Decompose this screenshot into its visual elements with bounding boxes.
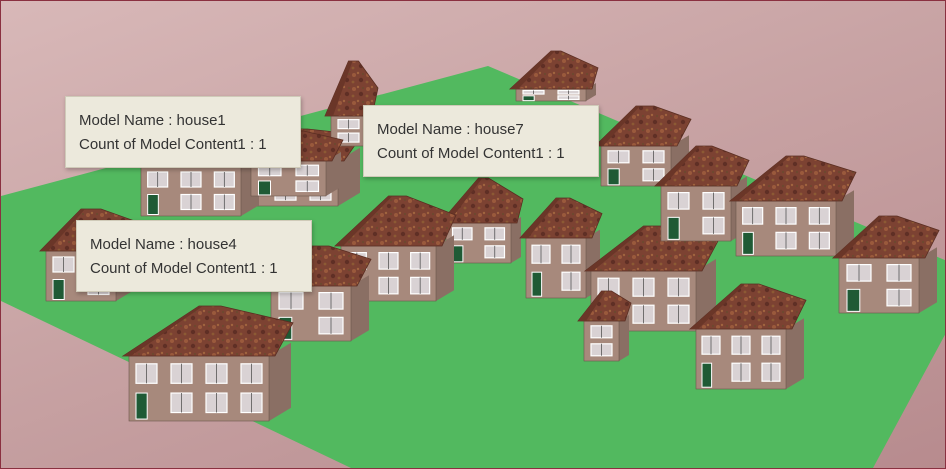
house16[interactable] (831, 215, 940, 314)
model-content-count-text: Count of Model Content1 : 1 (79, 136, 267, 153)
house18[interactable] (577, 290, 632, 362)
house14[interactable] (728, 155, 857, 257)
house6[interactable] (594, 105, 692, 187)
house7[interactable] (439, 177, 524, 264)
model-tooltip-house1: Model Name : house1 Count of Model Conte… (65, 96, 301, 168)
model-content-count-text: Count of Model Content1 : 1 (377, 145, 565, 162)
model-tooltip-house4: Model Name : house4 Count of Model Conte… (76, 220, 312, 292)
house15[interactable] (688, 283, 807, 390)
house8[interactable] (333, 195, 457, 302)
model-name-text: Model Name : house1 (79, 112, 226, 129)
model-name-text: Model Name : house4 (90, 236, 237, 253)
model-tooltip-house7: Model Name : house7 Count of Model Conte… (363, 105, 599, 177)
model-name-text: Model Name : house7 (377, 121, 524, 138)
model-content-count-text: Count of Model Content1 : 1 (90, 260, 278, 277)
house3[interactable] (508, 50, 599, 102)
house10[interactable] (121, 305, 294, 422)
house-models (39, 50, 940, 422)
